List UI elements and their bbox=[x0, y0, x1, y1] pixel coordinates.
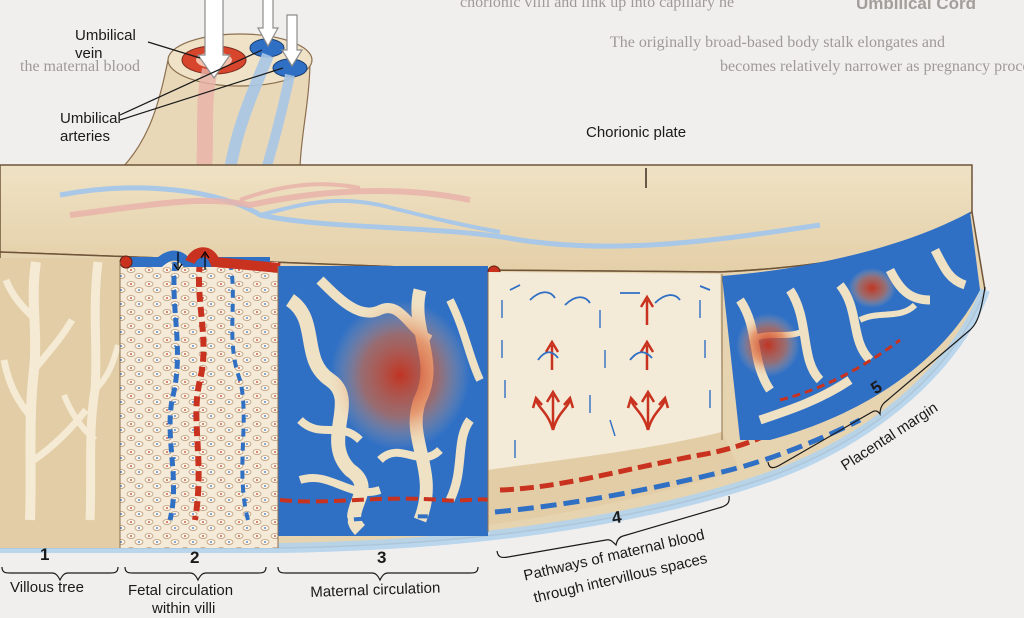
background-text-line: becomes relatively narrower as pregnancy… bbox=[720, 58, 1024, 75]
intervillous-space-region bbox=[488, 272, 862, 525]
umbilical-arteries-label-line: arteries bbox=[60, 128, 111, 145]
region-3-number: 3 bbox=[377, 548, 387, 567]
background-text-line: The originally broad-based body stalk el… bbox=[610, 34, 946, 51]
fetal-circulation-region bbox=[119, 247, 281, 548]
placental-margin-region bbox=[722, 212, 980, 440]
umbilical-arteries-label-line: Umbilical bbox=[60, 110, 121, 127]
region-brackets bbox=[1, 286, 986, 582]
region-1-number: 1 bbox=[40, 545, 50, 564]
umbilical-vein-label-line: vein bbox=[75, 45, 103, 62]
region-2-label-line: within villi bbox=[152, 600, 216, 617]
background-text-line: the maternal blood bbox=[20, 58, 140, 75]
background-text-line: chorionic villi and link up into capilla… bbox=[460, 0, 735, 11]
region-dividers bbox=[119, 262, 723, 548]
umbilical-vein-label-line: Umbilical bbox=[75, 27, 136, 44]
region-1-label: Villous tree bbox=[10, 579, 84, 596]
region-2-label-line: Fetal circulation bbox=[128, 582, 234, 599]
leader-lines bbox=[119, 41, 284, 121]
maternal-circulation-region bbox=[278, 265, 501, 536]
chorionic-plate bbox=[0, 164, 973, 273]
background-heading: Umbilical Cord bbox=[856, 0, 976, 13]
villous-tree-region bbox=[0, 258, 121, 548]
region-2-number: 2 bbox=[190, 548, 200, 567]
chorionic-plate-label: Chorionic plate bbox=[586, 124, 687, 141]
